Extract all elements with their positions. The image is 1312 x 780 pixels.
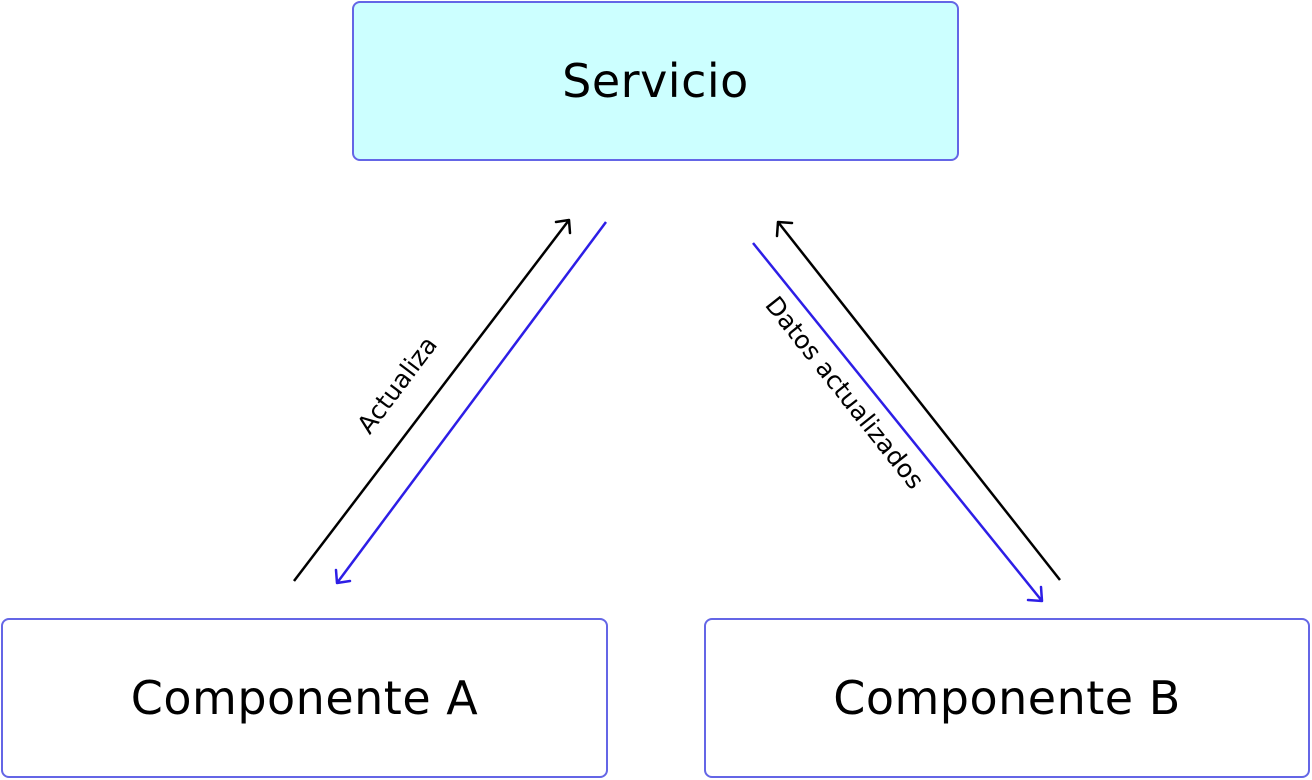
servicio-node: Servicio — [352, 1, 959, 161]
actualiza-label: Actualiza — [351, 331, 443, 439]
componente-b-label: Componente B — [833, 671, 1181, 725]
servicio-label: Servicio — [562, 54, 749, 108]
arrow-a-to-servicio — [293, 218, 572, 582]
componente-a-label: Componente A — [130, 671, 479, 725]
arrow-servicio-to-b — [752, 242, 1044, 603]
componente-a-node: Componente A — [1, 618, 608, 778]
arrow-b-to-servicio — [775, 220, 1061, 581]
arrow-servicio-to-a — [334, 221, 608, 585]
componente-b-node: Componente B — [704, 618, 1310, 778]
datos-actualizados-label: Datos actualizados — [759, 291, 929, 495]
